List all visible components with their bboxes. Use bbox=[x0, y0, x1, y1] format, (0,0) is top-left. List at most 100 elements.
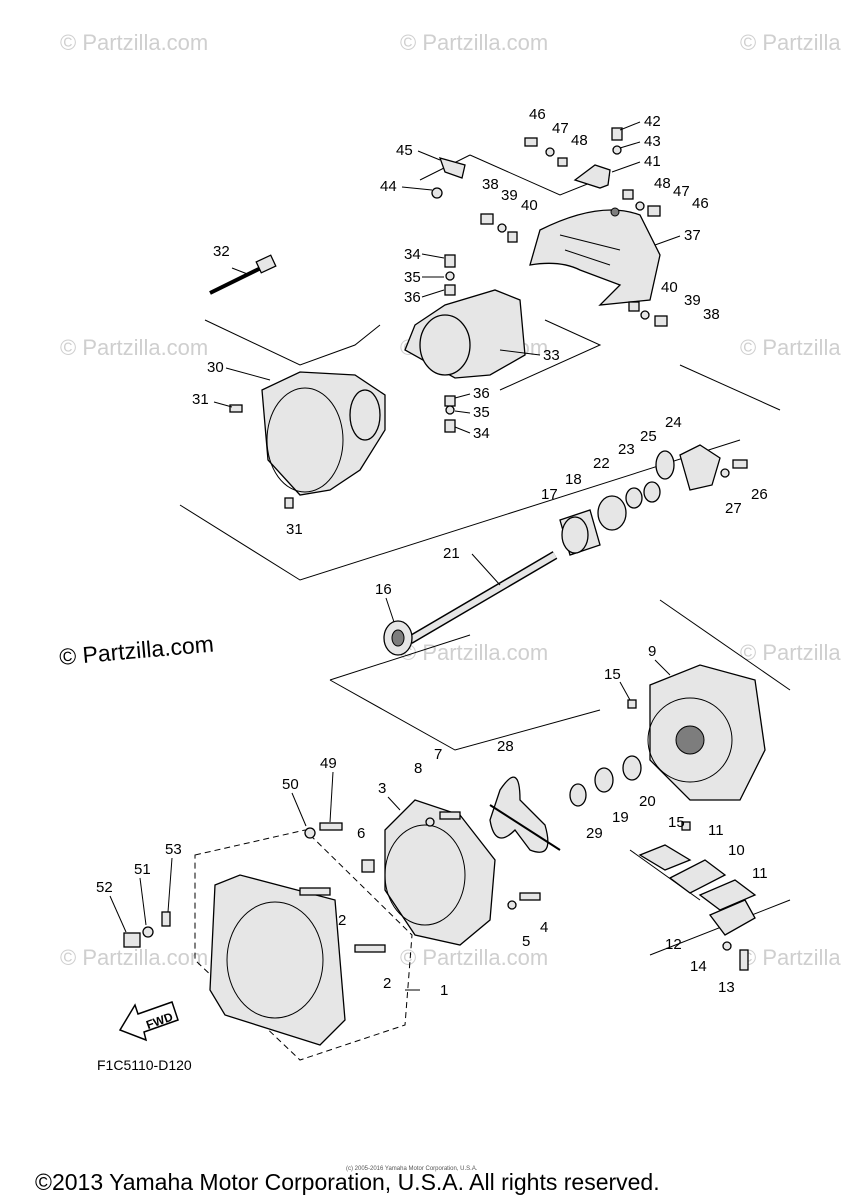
impeller-duct-part bbox=[627, 664, 766, 831]
callout-label: 51 bbox=[134, 861, 151, 878]
callout-label: 23 bbox=[618, 441, 635, 458]
callout-label: 46 bbox=[529, 106, 546, 123]
cover-parts bbox=[638, 844, 757, 971]
callout-label: 36 bbox=[404, 289, 421, 306]
callout-label: 35 bbox=[473, 404, 490, 421]
callout-labels: 1 2 2 3 4 5 6 7 8 9 10 11 11 12 13 14 15… bbox=[96, 106, 768, 999]
callout-label: 49 bbox=[320, 755, 337, 772]
deflector-part bbox=[529, 207, 661, 306]
watermark: © Partzilla.com bbox=[60, 945, 208, 970]
callout-label: 40 bbox=[521, 197, 538, 214]
callout-label: 22 bbox=[593, 455, 610, 472]
callout-label: 39 bbox=[501, 187, 518, 204]
hardware-left bbox=[123, 822, 343, 948]
watermark: © Partzilla.com bbox=[400, 30, 548, 55]
callout-label: 19 bbox=[612, 809, 629, 826]
steering-nozzle-part bbox=[404, 254, 526, 433]
callout-label: 34 bbox=[473, 425, 490, 442]
watermark: © Partzilla.com bbox=[740, 640, 842, 665]
bracket-parts bbox=[431, 157, 611, 199]
callout-label: 10 bbox=[728, 842, 745, 859]
diagram-code: F1C5110-D120 bbox=[97, 1057, 192, 1073]
callout-label: 2 bbox=[383, 975, 391, 992]
callout-label: 13 bbox=[718, 979, 735, 996]
callout-label: 52 bbox=[96, 879, 113, 896]
callout-label: 8 bbox=[414, 760, 422, 777]
watermark: © Partzilla.com bbox=[740, 335, 842, 360]
callout-label: 35 bbox=[404, 269, 421, 286]
callout-label: 17 bbox=[541, 486, 558, 503]
callout-label: 4 bbox=[540, 919, 548, 936]
intake-plate-part bbox=[209, 874, 386, 1046]
callout-label: 46 bbox=[692, 195, 709, 212]
callout-label: 39 bbox=[684, 292, 701, 309]
callout-label: 26 bbox=[751, 486, 768, 503]
callout-label: 2 bbox=[338, 912, 346, 929]
callout-label: 5 bbox=[522, 933, 530, 950]
callout-label: 48 bbox=[654, 175, 671, 192]
callout-label: 38 bbox=[703, 306, 720, 323]
callout-label: 36 bbox=[473, 385, 490, 402]
callout-label: 42 bbox=[644, 113, 661, 130]
callout-label: 37 bbox=[684, 227, 701, 244]
callout-label: 14 bbox=[690, 958, 707, 975]
callout-label: 41 bbox=[644, 153, 661, 170]
fwd-arrow: FWD bbox=[118, 1001, 179, 1042]
watermark: © Partzilla.com bbox=[740, 945, 842, 970]
callout-label: 24 bbox=[665, 414, 682, 431]
assembly-outlines bbox=[179, 154, 791, 1061]
partzilla-label: © Partzilla.com bbox=[58, 631, 215, 670]
bearing-housing-parts bbox=[559, 444, 748, 556]
intake-housing-part bbox=[361, 799, 541, 946]
callout-label: 25 bbox=[640, 428, 657, 445]
watermark: © Partzilla.com bbox=[400, 945, 548, 970]
watermark: © Partzilla.com bbox=[60, 335, 208, 360]
callout-label: 45 bbox=[396, 142, 413, 159]
callout-label: 31 bbox=[192, 391, 209, 408]
callout-label: 15 bbox=[604, 666, 621, 683]
callout-label: 29 bbox=[586, 825, 603, 842]
callout-label: 30 bbox=[207, 359, 224, 376]
callout-label: 38 bbox=[482, 176, 499, 193]
callout-label: 1 bbox=[440, 982, 448, 999]
callout-label: 31 bbox=[286, 521, 303, 538]
callout-label: 16 bbox=[375, 581, 392, 598]
callout-label: 40 bbox=[661, 279, 678, 296]
nozzle-housing-part bbox=[229, 371, 386, 509]
watermark: © Partzilla.com bbox=[400, 640, 548, 665]
callout-label: 11 bbox=[708, 822, 724, 839]
callout-label: 6 bbox=[357, 825, 365, 842]
callout-label: 27 bbox=[725, 500, 742, 517]
callout-label: 47 bbox=[673, 183, 690, 200]
leader-lines bbox=[109, 121, 681, 991]
watermark: © Partzilla.com bbox=[60, 30, 208, 55]
callout-label: 44 bbox=[380, 178, 397, 195]
callout-label: 50 bbox=[282, 776, 299, 793]
drive-shaft-part bbox=[383, 551, 558, 656]
impeller-part bbox=[489, 776, 561, 853]
copyright-notice: ©2013 Yamaha Motor Corporation, U.S.A. A… bbox=[35, 1169, 660, 1195]
callout-label: 43 bbox=[644, 133, 661, 150]
callout-label: 3 bbox=[378, 780, 386, 797]
hardware-top bbox=[480, 127, 668, 327]
callout-label: 12 bbox=[665, 936, 682, 953]
callout-label: 33 bbox=[543, 347, 560, 364]
long-bolt-part bbox=[209, 254, 277, 295]
callout-label: 28 bbox=[497, 738, 514, 755]
callout-label: 9 bbox=[648, 643, 656, 660]
copyright-small: (c) 2005-2016 Yamaha Motor Corporation, … bbox=[346, 1166, 478, 1172]
callout-label: 32 bbox=[213, 243, 230, 260]
callout-label: 18 bbox=[565, 471, 582, 488]
callout-label: 7 bbox=[434, 746, 442, 763]
callout-label: 34 bbox=[404, 246, 421, 263]
callout-label: 20 bbox=[639, 793, 656, 810]
callout-label: 47 bbox=[552, 120, 569, 137]
ring-parts bbox=[569, 755, 642, 807]
callout-label: 15 bbox=[668, 814, 685, 831]
callout-label: 53 bbox=[165, 841, 182, 858]
callout-label: 11 bbox=[752, 865, 768, 882]
watermark: © Partzilla.com bbox=[740, 30, 842, 55]
callout-label: 21 bbox=[443, 545, 460, 562]
callout-label: 48 bbox=[571, 132, 588, 149]
